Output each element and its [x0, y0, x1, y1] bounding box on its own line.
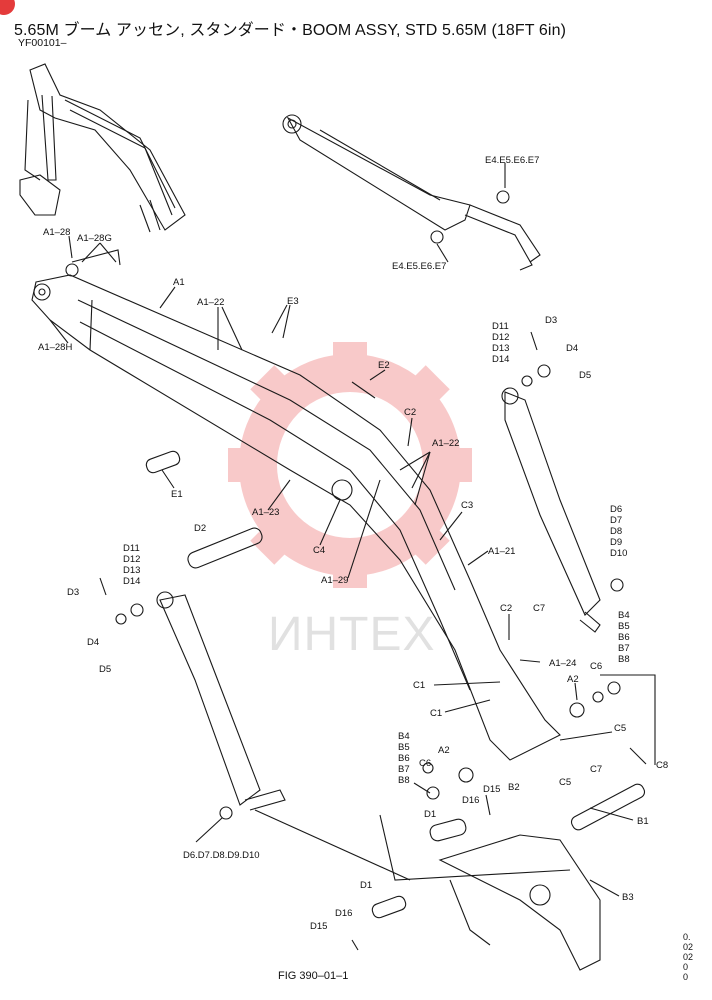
part-label: A1–22 — [197, 297, 224, 308]
part-label: E3 — [287, 296, 299, 307]
part-label: D3 — [67, 587, 79, 598]
part-label: D9 — [610, 537, 622, 548]
part-label: D14 — [123, 576, 140, 587]
part-label: A2 — [567, 674, 579, 685]
part-label: C3 — [461, 500, 473, 511]
part-label: B8 — [618, 654, 630, 665]
excavator-thumbnail-icon — [19, 63, 186, 233]
part-label: B6 — [398, 753, 410, 764]
part-label: E2 — [378, 360, 390, 371]
part-label: D14 — [492, 354, 509, 365]
part-label: D11 — [492, 321, 509, 332]
part-label: A1–28G — [77, 233, 112, 244]
part-label: D16 — [462, 795, 479, 806]
part-label: C7 — [533, 603, 545, 614]
part-label: C2 — [404, 407, 416, 418]
part-label: D16 — [335, 908, 352, 919]
part-label: D13 — [492, 343, 509, 354]
part-label: D10 — [610, 548, 627, 559]
page-title: 5.65M ブーム アッセン, スタンダード・BOOM ASSY, STD 5.… — [14, 22, 567, 39]
part-label: B1 — [637, 816, 649, 827]
part-label: D5 — [99, 664, 111, 675]
part-labels: A1–28 A1–28G A1 A1–28H A1–22 E3 E2 E1 A1… — [38, 155, 668, 932]
part-label: B4 — [618, 610, 630, 621]
part-label: C5 — [614, 723, 626, 734]
part-label: B5 — [618, 621, 630, 632]
part-label: D13 — [123, 565, 140, 576]
part-label: D15 — [483, 784, 500, 795]
part-label: B2 — [508, 782, 520, 793]
part-label: D4 — [566, 343, 578, 354]
part-label: D6.D7.D8.D9.D10 — [183, 850, 260, 861]
part-label: C1 — [430, 708, 442, 719]
part-label: B7 — [618, 643, 630, 654]
part-label: D3 — [545, 315, 557, 326]
part-label: A1–29 — [321, 575, 348, 586]
part-label: A1–28H — [38, 342, 72, 353]
part-label: A2 — [438, 745, 450, 756]
part-label: D5 — [579, 370, 591, 381]
part-label: A1–21 — [488, 546, 515, 557]
part-label: B3 — [622, 892, 634, 903]
part-label: B7 — [398, 764, 410, 775]
part-label: D1 — [424, 809, 436, 820]
part-label: C6 — [590, 661, 602, 672]
part-label: A1 — [173, 277, 185, 288]
part-label: C2 — [500, 603, 512, 614]
part-label: D6 — [610, 504, 622, 515]
corner-marker — [0, 0, 15, 15]
part-label: C4 — [313, 545, 325, 556]
part-label: E4.E5.E6.E7 — [485, 155, 539, 166]
page-code-line: 0 — [683, 972, 689, 982]
part-label: D11 — [123, 543, 140, 554]
part-label: B5 — [398, 742, 410, 753]
page-code-line: 02 — [683, 942, 694, 952]
part-label: D12 — [492, 332, 509, 343]
part-label: B4 — [398, 731, 410, 742]
watermark-text: ИНТЕХ — [268, 608, 436, 661]
line-art — [19, 63, 656, 971]
part-label: C5 — [559, 777, 571, 788]
part-label: A1–22 — [432, 438, 459, 449]
part-label: D2 — [194, 523, 206, 534]
part-label: D15 — [310, 921, 327, 932]
part-label: D8 — [610, 526, 622, 537]
part-label: B8 — [398, 775, 410, 786]
part-label: E1 — [171, 489, 183, 500]
part-label: B6 — [618, 632, 630, 643]
part-label: D7 — [610, 515, 622, 526]
part-label: D4 — [87, 637, 99, 648]
part-label: A1–23 — [252, 507, 279, 518]
part-label: E4.E5.E6.E7 — [392, 261, 446, 272]
part-label: D12 — [123, 554, 140, 565]
part-label: C6 — [419, 758, 431, 769]
drawing-code: YF00101– — [18, 37, 67, 49]
part-label: A1–24 — [549, 658, 576, 669]
figure-number: FIG 390–01–1 — [278, 970, 349, 982]
part-label: A1–28 — [43, 227, 70, 238]
page-code-line: 0. — [683, 932, 691, 942]
part-label: C1 — [413, 680, 425, 691]
page-code-line: 0 — [683, 962, 689, 972]
part-label: C7 — [590, 764, 602, 775]
part-label: C8 — [656, 760, 668, 771]
part-label: D1 — [360, 880, 372, 891]
page-code-line: 02 — [683, 952, 694, 962]
watermark-gear-icon — [228, 342, 472, 588]
